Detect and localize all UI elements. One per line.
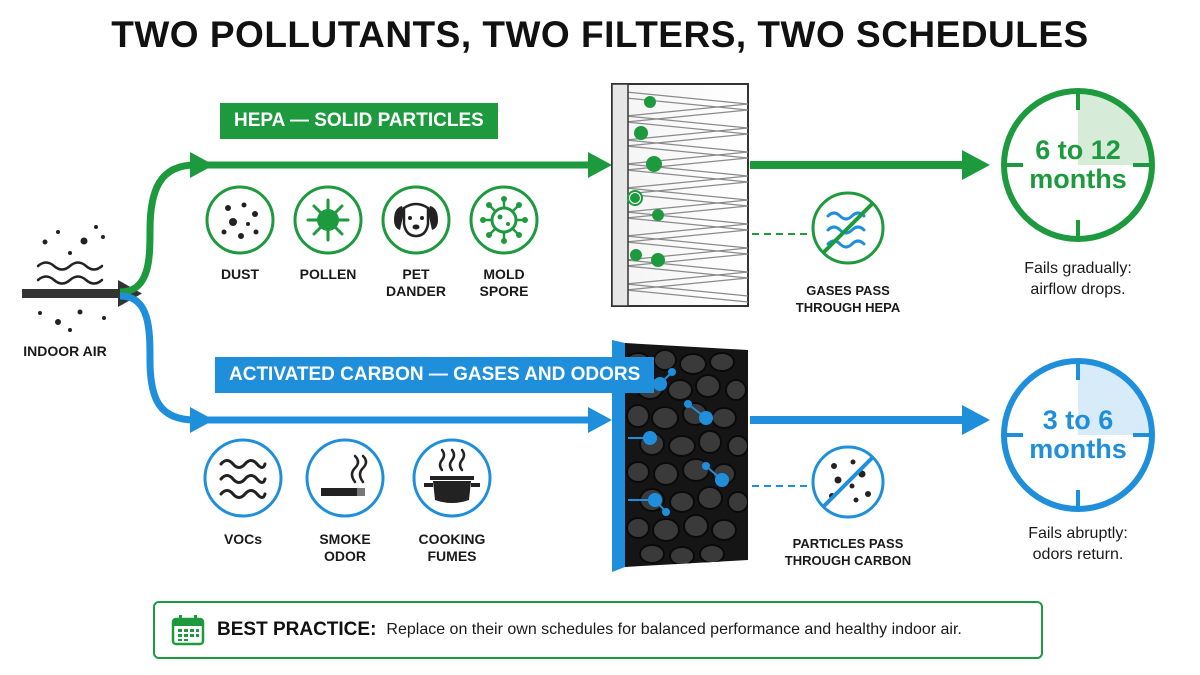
best-practice-label: BEST PRACTICE: [217,619,377,640]
indoor-air-label: INDOOR AIR [23,343,107,359]
carbon-filter [612,340,748,572]
hepa-flow-path [119,161,598,296]
hepa-flow-arrowhead [190,152,214,178]
hepa-filter [611,83,749,307]
hepa-failure-note: Fails gradually: airflow drops. [1024,260,1132,298]
indoor-air-gas-waves [36,261,104,285]
dog-icon [381,185,451,255]
carbon-lifetime-value: 3 to 6 months [1029,405,1127,464]
cooking-fumes-label: COOKING FUMES [418,531,486,564]
pollen-label: POLLEN [299,266,357,282]
voc-waves-icon [203,438,283,518]
page-title: TWO POLLUTANTS, TWO FILTERS, TWO SCHEDUL… [111,14,1089,55]
carbon-failure-note: Fails abruptly: odors return. [1028,525,1128,563]
hepa-inlet-arrowhead [588,152,612,178]
best-practice-text: Replace on their own schedules for balan… [386,621,962,638]
hepa-lifetime-value: 6 to 12 months [1029,135,1127,194]
mold-spore-icon [469,185,539,255]
calendar-icon [171,615,205,646]
cooking-pot-icon [412,438,492,518]
vocs-label: VOCs [223,531,263,547]
hepa-lifetime-clock [1001,88,1155,242]
particles-pass-label: PARTICLES PASS THROUGH CARBON [784,536,912,568]
carbon-flow-path [119,292,598,424]
carbon-outflow-line [750,416,965,424]
dust-icon [205,185,275,255]
hepa-outflow-arrowhead [962,150,990,180]
hepa-banner: HEPA — SOLID PARTICLES [220,103,498,139]
pet-dander-label: PET DANDER [386,266,446,299]
carbon-banner: ACTIVATED CARBON — GASES AND ODORS [215,357,655,393]
gases-pass-label: GASES PASS THROUGH HEPA [795,283,901,315]
adsorbed-gas-molecules [628,368,729,516]
dust-label: DUST [220,266,260,282]
trapped-particles [627,96,665,267]
carbon-outflow-arrowhead [962,405,990,435]
hepa-outflow-line [750,161,965,169]
smoke-odor-label: SMOKE ODOR [319,531,371,564]
carbon-lifetime-clock [1001,358,1155,512]
pollen-icon [293,185,363,255]
particles-crossed-icon [811,445,885,519]
best-practice-box: BEST PRACTICE: Replace on their own sche… [153,601,1043,659]
carbon-inlet-arrowhead [588,407,612,433]
indoor-air-particles [38,225,106,332]
cigarette-icon [305,438,385,518]
mold-spore-label: MOLD SPORE [479,266,529,299]
gas-crossed-icon [811,191,885,265]
carbon-flow-arrowhead [190,407,214,433]
